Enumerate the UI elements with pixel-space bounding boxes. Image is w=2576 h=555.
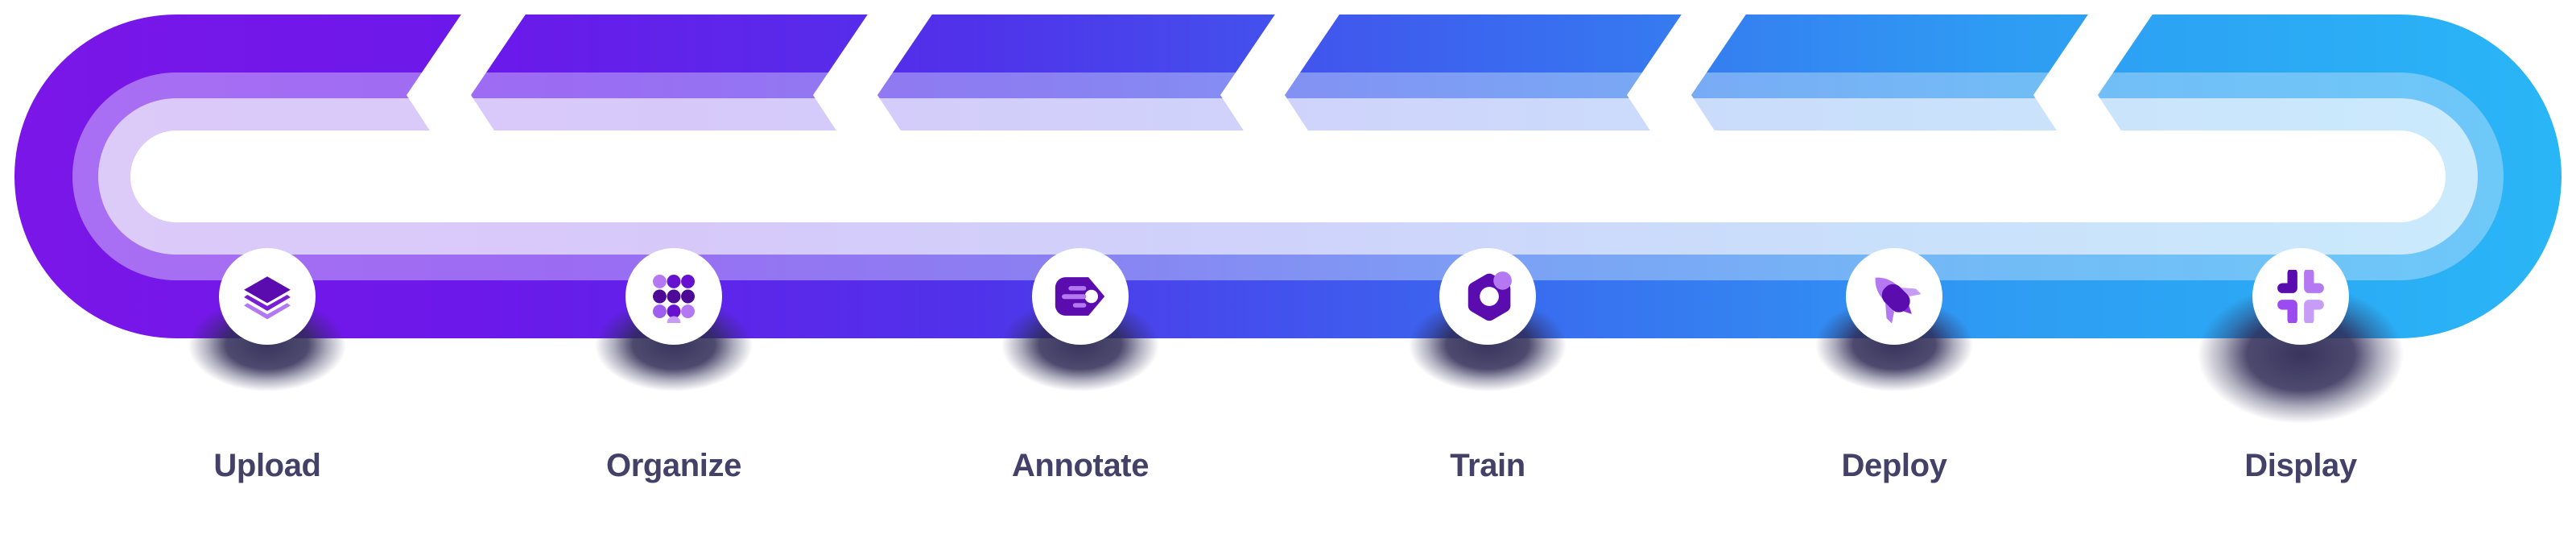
layers-icon [244, 276, 291, 320]
rocket-icon [1875, 277, 1921, 323]
tag-icon [1055, 277, 1105, 316]
step-label: Train [1450, 448, 1525, 483]
step-label: Upload [213, 448, 321, 483]
step-icon-circle[interactable] [219, 248, 316, 345]
step-icon-circle[interactable] [1846, 248, 1942, 345]
band-core-white [130, 130, 2446, 222]
step-label: Display [2244, 448, 2357, 483]
track-bands [14, 14, 2562, 338]
step-label: Organize [606, 448, 741, 483]
step-label: Deploy [1841, 448, 1947, 483]
step-icon-circle[interactable] [625, 248, 722, 345]
corner-brackets-icon [2277, 270, 2324, 323]
step-icon-circle[interactable] [1439, 248, 1536, 345]
step-label: Annotate [1011, 448, 1150, 483]
step-icon-circle[interactable] [2252, 248, 2349, 345]
step-icon-circle[interactable] [1032, 248, 1129, 345]
hexagon-node-icon [1468, 271, 1512, 321]
dot-grid-icon [653, 274, 695, 323]
